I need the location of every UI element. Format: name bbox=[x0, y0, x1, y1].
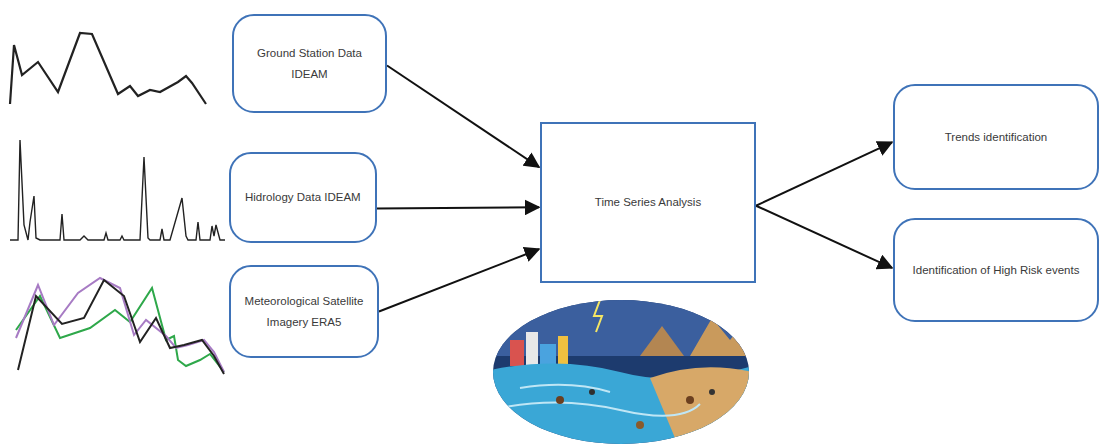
input-box: Meteorological Satellite Imagery ERA5 bbox=[229, 265, 379, 358]
node-label: Meteorological Satellite Imagery ERA5 bbox=[231, 291, 377, 331]
hazard-illustration bbox=[490, 296, 760, 446]
flow-arrow bbox=[756, 206, 892, 268]
flow-arrow bbox=[756, 142, 892, 205]
spike-chart bbox=[10, 140, 225, 240]
flow-arrow bbox=[377, 207, 539, 208]
multi-line-chart bbox=[16, 278, 224, 374]
input-box: Ground Station Data IDEAM bbox=[232, 14, 387, 113]
node-label: Identification of High Risk events bbox=[903, 260, 1090, 280]
node-label: Trends identification bbox=[935, 127, 1058, 147]
node-label: Time Series Analysis bbox=[585, 192, 711, 212]
process-box: Time Series Analysis bbox=[540, 122, 756, 283]
node-label: Hidrology Data IDEAM bbox=[235, 187, 371, 207]
output-box: Trends identification bbox=[893, 84, 1099, 190]
line-chart bbox=[10, 33, 206, 104]
output-box: Identification of High Risk events bbox=[893, 218, 1099, 322]
node-label: Ground Station Data IDEAM bbox=[234, 43, 385, 83]
input-box: Hidrology Data IDEAM bbox=[229, 152, 377, 243]
flow-arrow bbox=[379, 249, 539, 311]
flow-arrow bbox=[387, 65, 539, 167]
